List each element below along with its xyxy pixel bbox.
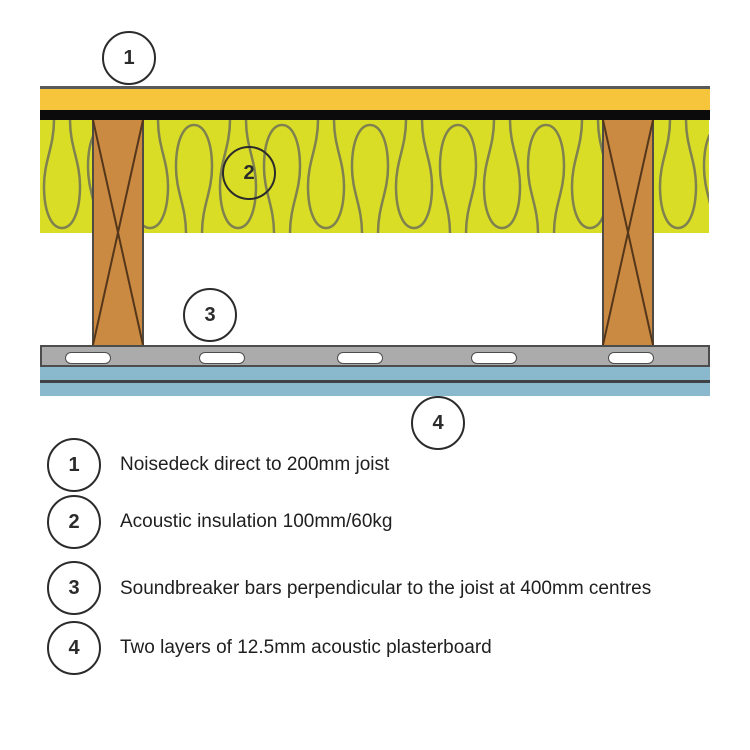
noisedeck-layer	[40, 89, 710, 110]
membrane-layer	[40, 110, 710, 120]
callout-2-number: 2	[243, 162, 255, 184]
legend-text-2: Acoustic insulation 100mm/60kg	[120, 511, 393, 532]
plasterboard-layers	[40, 367, 710, 396]
legend-circle-1: 1	[47, 438, 101, 492]
joist-left	[92, 120, 144, 345]
legend-circle-2: 2	[47, 495, 101, 549]
soundbreaker-bar	[471, 352, 517, 364]
legend-number-4: 4	[68, 637, 80, 659]
legend-number-3: 3	[68, 577, 80, 599]
legend-circle-3: 3	[47, 561, 101, 615]
callout-4-number: 4	[432, 412, 444, 434]
legend-number-2: 2	[68, 511, 80, 533]
plasterboard-divider	[40, 380, 710, 383]
callout-3-number: 3	[204, 304, 216, 326]
callout-3: 3	[183, 288, 237, 342]
joist-right	[602, 120, 654, 345]
legend-text-4: Two layers of 12.5mm acoustic plasterboa…	[120, 637, 492, 658]
callout-1-number: 1	[123, 47, 135, 69]
callout-2: 2	[222, 146, 276, 200]
legend-number-1: 1	[68, 454, 80, 476]
legend-text-3: Soundbreaker bars perpendicular to the j…	[120, 578, 652, 599]
soundbreaker-bar	[337, 352, 383, 364]
legend-text-1: Noisedeck direct to 200mm joist	[120, 454, 390, 475]
legend-circle-4: 4	[47, 621, 101, 675]
soundbreaker-bar-layer	[40, 345, 710, 367]
deck-top-edge	[40, 86, 710, 89]
callout-1: 1	[102, 31, 156, 85]
callout-4: 4	[411, 396, 465, 450]
soundbreaker-bar	[608, 352, 654, 364]
soundbreaker-bar	[65, 352, 111, 364]
insulation-layer	[40, 120, 709, 233]
soundbreaker-bar	[199, 352, 245, 364]
